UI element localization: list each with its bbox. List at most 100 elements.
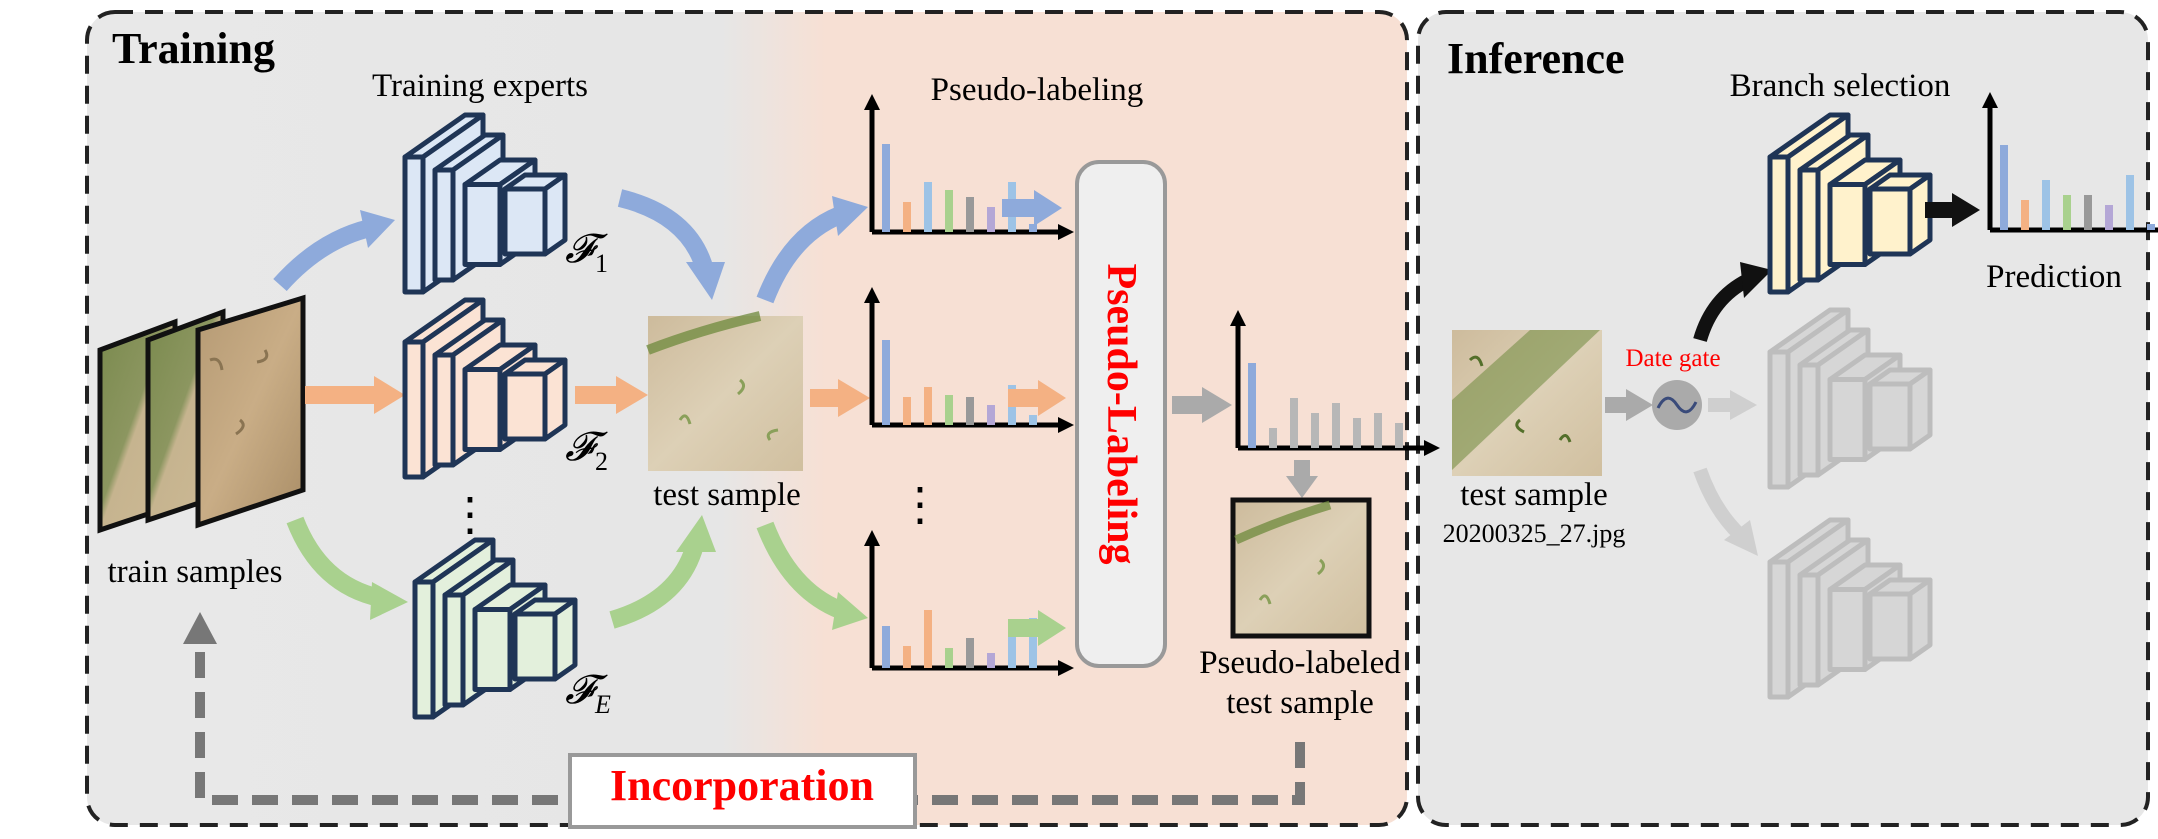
histogram-pseudo-x-arrow [1424,440,1440,456]
expert-fe-layer-1-front [412,579,436,720]
inference-expert-mid-layer-1-front [1767,349,1791,490]
arrow-train-to-fe-head [370,582,408,620]
expert-f1-layer-1-front [402,154,426,295]
histogram-pseudo-bar-4 [1311,413,1319,448]
pseudo-labeling-box-label: Pseudo-Labeling [1098,263,1144,564]
arrow-f1-to-test [617,189,714,273]
histogram-pseudo-y-arrow [1230,310,1246,326]
arrow-gate-to-selected [1693,273,1752,343]
histogram-green-bar-5 [966,638,974,668]
hist-ellipsis: ⋮ [897,479,943,530]
histogram-pseudo-bar-1 [1248,363,1256,448]
histogram-green-bar-3 [924,610,932,668]
incorporation-label: Incorporation [610,761,874,810]
histogram-prediction-bar-1 [2000,145,2008,230]
histograms-group [864,92,2158,676]
inference-filename: 20200325_27.jpg [1443,519,1626,548]
pseudo-labeled-line2: test sample [1226,685,1374,721]
arrow-test-to-hist-blue-head [832,196,868,236]
expert-f1-layer-4-front [502,186,548,257]
inference-expert-mid-layer-4-front [1867,381,1913,452]
arrow-box-to-pseudo-hist-head [1202,387,1232,423]
expert-f2-layer-1-front [402,339,426,480]
inference-expert-selected [1767,112,1933,295]
expert-label-fe: 𝓕 E [565,667,611,719]
inference-title: Inference [1447,34,1625,83]
expert-f1-layer-4-side [542,172,568,257]
histogram-blue-y-arrow [864,94,880,110]
arrow-gate-to-low [1693,467,1745,541]
inference-expert-low-layer-4-front [1867,591,1913,662]
histogram-green-bar-6 [987,653,995,668]
expert-sub-fe: E [594,690,611,719]
arrow-fe-to-test [609,542,704,629]
expert-fe-layer-3-front [472,607,513,692]
inference-expert-mid [1767,307,1933,490]
inference-expert-low-layer-4-side [1907,577,1933,662]
train-samples-stack [97,294,306,534]
arrow-f2-to-test-head [616,376,648,414]
histogram-green-bar-4 [945,648,953,668]
expert-f2-layer-3-front [462,367,503,452]
expert-f1-layer-3-front [462,182,503,267]
histogram-orange-y-arrow [864,287,880,303]
training-experts-label: Training experts [372,68,588,104]
histogram-prediction-bar-7 [2126,175,2134,230]
arrow-gate-to-mid-head [1730,390,1757,420]
arrow-train-to-f1 [273,219,373,292]
histogram-blue [864,94,1074,240]
histogram-orange-bar-1 [882,340,890,425]
histogram-prediction-bar-3 [2042,180,2050,230]
inference-expert-selected-layer-4-front [1867,186,1913,257]
histogram-prediction-bar-8 [2147,224,2155,230]
arrow-selected-to-prediction-head [1952,193,1980,227]
histogram-green-y-arrow [864,530,880,546]
inference-expert-mid-layer-2-front [1797,362,1821,478]
histogram-pseudo-bar-8 [1395,423,1403,448]
arrow-f1-to-test-head [686,262,725,300]
arrow-hist-orange-to-box-head [1038,380,1066,416]
arrow-inf-sample-to-gate-head [1626,389,1653,421]
arrow-pseudo-hist-down-head [1286,476,1318,498]
inference-experts-group [1767,112,1933,700]
histogram-pseudo-bar-7 [1374,413,1382,448]
histogram-blue-x-arrow [1058,224,1074,240]
histogram-orange-bar-3 [924,387,932,425]
inference-expert-selected-layer-1-front [1767,154,1791,295]
inference-expert-low-layer-3-front [1827,587,1868,672]
arrow-hist-blue-to-box-head [1034,190,1062,226]
expert-fe-layer-4-front [512,611,558,682]
histogram-blue-bar-6 [987,207,995,232]
arrow-train-to-f1-head [360,210,395,248]
arrow-gate-to-selected-head [1740,262,1772,298]
histogram-pseudo [1230,310,1440,456]
histogram-orange-x-arrow [1058,417,1074,433]
inference-expert-mid-layer-3-front [1827,377,1868,462]
expert-fe-layer-2-front [442,592,466,708]
histogram-green-bar-8 [1029,618,1037,668]
histogram-blue-bar-1 [882,144,890,232]
inference-expert-selected-layer-4-side [1907,172,1933,257]
arrow-test-to-hist-orange-head [838,379,870,417]
expert-f2-layer-2-front [432,352,456,468]
histogram-orange-bar-4 [945,395,953,425]
expert-sub-f2: 2 [595,447,608,476]
histogram-orange-bar-5 [966,397,974,425]
arrow-train-to-f2-head [374,376,405,414]
histogram-blue-bar-2 [903,202,911,232]
histogram-pseudo-bar-3 [1290,398,1298,448]
inference-test-sample-label: test sample [1460,477,1608,513]
branch-selection-label: Branch selection [1730,68,1951,104]
expert-f2-layer-4-side [542,357,568,442]
histogram-orange-bar-8 [1029,415,1037,425]
histogram-green-x-arrow [1058,660,1074,676]
prediction-label: Prediction [1986,259,2122,295]
training-title: Training [112,24,275,73]
histogram-pseudo-bar-6 [1353,418,1361,448]
pseudo-labeled-line1: Pseudo-labeled [1199,645,1401,681]
test-sample-label: test sample [653,477,801,513]
histogram-green [864,530,1074,676]
arrow-gate-to-low-head [1724,520,1758,556]
histogram-green-bar-7 [1008,628,1016,668]
